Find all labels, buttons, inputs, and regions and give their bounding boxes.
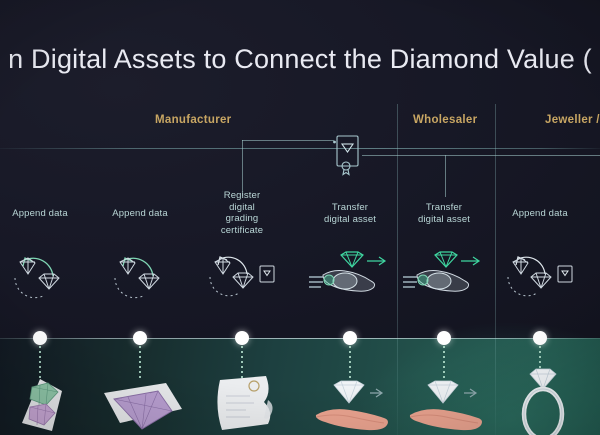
hand-transfer-diamond-icon — [403, 251, 481, 292]
cycle-diamond-icon — [114, 257, 160, 299]
timeline-drop-1 — [39, 346, 41, 384]
artifact-grading-certificate — [192, 366, 302, 435]
hand-holding-diamond-icon — [409, 380, 482, 431]
step-icon-5 — [396, 248, 492, 306]
artifact-cut-diamond-on-paper — [88, 368, 198, 435]
artifact-rough-diamonds-on-paper — [0, 368, 98, 435]
step-label-3: Register digital grading certificate — [220, 190, 264, 236]
artifact-hand-holding-diamond — [390, 372, 500, 435]
hand-transfer-diamond-icon — [309, 251, 387, 292]
timeline-node-4[interactable] — [343, 331, 357, 345]
diamond-ring-icon — [521, 368, 565, 435]
cut-diamond-on-paper-icon — [104, 383, 182, 430]
timeline-drop-2 — [139, 346, 141, 378]
registry-connector-horizontal-right — [362, 155, 600, 156]
timeline-drop-3 — [241, 346, 243, 378]
cycle-diamond-certificate-icon — [209, 256, 275, 297]
timeline-drop-6 — [539, 346, 541, 376]
timeline-node-2[interactable] — [133, 331, 147, 345]
registry-connector-down-wholesaler — [445, 155, 446, 197]
lane-label-jeweller: Jeweller / — [545, 114, 600, 126]
step-label-2: Append data — [112, 208, 168, 219]
hand-holding-diamond-icon — [315, 380, 388, 431]
timeline-drop-4 — [349, 346, 351, 388]
step-icon-1 — [0, 248, 88, 306]
registry-connector-horizontal-left — [242, 140, 334, 141]
page-title: n Digital Assets to Connect the Diamond … — [8, 44, 592, 74]
timeline-drop-5 — [443, 346, 445, 388]
digital-grading-certificate-node[interactable] — [333, 134, 363, 176]
step-label-5: Transfer digital asset — [417, 202, 471, 225]
timeline-node-6[interactable] — [533, 331, 547, 345]
step-icon-4 — [302, 248, 398, 306]
lane-header-rule — [0, 148, 600, 149]
grading-certificate-icon — [217, 376, 273, 430]
step-icon-2 — [92, 248, 188, 306]
lane-label-manufacturer: Manufacturer — [155, 114, 232, 126]
timeline-axis — [0, 338, 600, 339]
lane-divider-jeweller — [495, 104, 496, 435]
lane-label-wholesaler: Wholesaler — [413, 114, 478, 126]
artifact-hand-holding-diamond — [296, 372, 406, 435]
registry-connector-down-left — [242, 140, 243, 196]
step-label-4: Transfer digital asset — [323, 202, 377, 225]
timeline-node-1[interactable] — [33, 331, 47, 345]
cycle-diamond-certificate-icon — [507, 256, 573, 297]
timeline-node-3[interactable] — [235, 331, 249, 345]
rough-diamonds-on-paper-icon — [22, 379, 62, 431]
step-label-6: Append data — [512, 208, 568, 219]
cycle-diamond-icon — [14, 257, 60, 299]
step-icon-6 — [492, 248, 588, 306]
step-icon-3 — [194, 248, 290, 306]
certificate-document-icon — [333, 135, 359, 176]
timeline-node-5[interactable] — [437, 331, 451, 345]
lane-divider-wholesaler — [397, 104, 398, 435]
step-label-1: Append data — [12, 208, 68, 219]
artifact-diamond-ring — [486, 364, 596, 435]
